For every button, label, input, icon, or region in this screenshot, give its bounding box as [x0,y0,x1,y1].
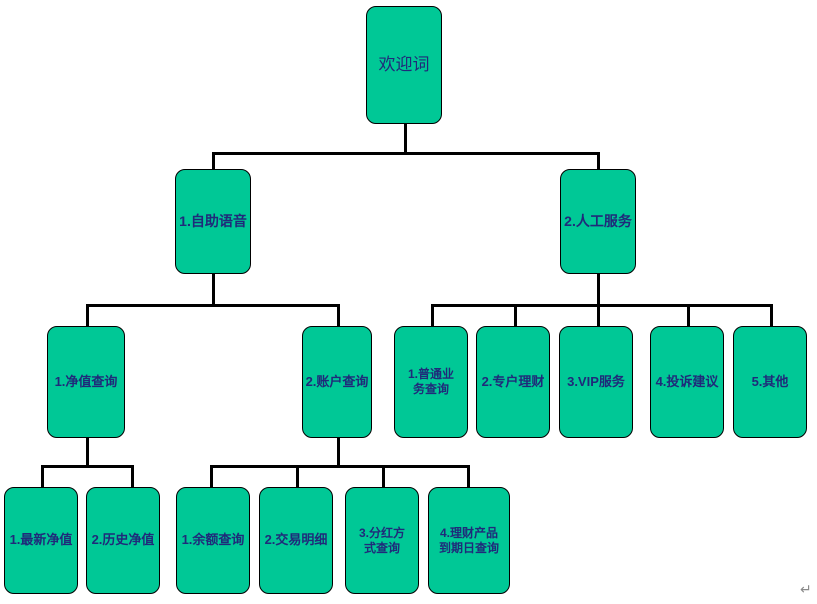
node-net-value-inquiry[interactable]: 1.净值查询 [47,326,125,438]
node-general-business-inquiry[interactable]: 1.普通业 务查询 [394,326,468,438]
connector-n1-1-bus [41,465,134,468]
node-vip-service[interactable]: 3.VIP服务 [559,326,633,438]
node-other[interactable]: 5.其他 [733,326,807,438]
node-balance-inquiry[interactable]: 1.余额查询 [176,487,250,594]
node-historical-net-value[interactable]: 2.历史净值 [86,487,160,594]
connector-n2-bus [431,304,773,307]
connector-n2-down [597,273,600,305]
connector-to-n1-2 [337,304,340,326]
node-complaints-suggestions[interactable]: 4.投诉建议 [650,326,724,438]
connector-root-bus [212,152,600,155]
connector-to-n2-5 [770,304,773,326]
connector-to-n1-1 [86,304,89,326]
connector-root-down [404,124,407,155]
connector-to-n1-2-3 [382,465,385,487]
node-account-inquiry[interactable]: 2.账户查询 [302,326,372,438]
connector-n1-1-down [86,437,89,466]
node-dividend-method-inquiry[interactable]: 3.分红方 式查询 [345,487,419,594]
connector-n1-2-down [337,437,340,466]
connector-n1-bus [86,304,340,307]
paragraph-mark: ↵ [800,582,812,598]
node-self-service-voice[interactable]: 1.自助语音 [175,169,251,274]
connector-to-n2-2 [514,304,517,326]
connector-n1-2-bus [210,465,470,468]
connector-to-n1-1-2 [131,465,134,487]
connector-to-n1-2-2 [296,465,299,487]
connector-to-n2-1 [431,304,434,326]
connector-to-n2-4 [687,304,690,326]
connector-to-n1-2-1 [210,465,213,487]
connector-to-n2-3 [597,304,600,326]
node-human-service[interactable]: 2.人工服务 [560,169,636,274]
node-latest-net-value[interactable]: 1.最新净值 [4,487,78,594]
node-transaction-details[interactable]: 2.交易明细 [259,487,333,594]
connector-to-n1-2-4 [467,465,470,487]
connector-n1-down [212,273,215,305]
node-welcome[interactable]: 欢迎词 [366,6,442,124]
connector-to-n2 [597,152,600,170]
node-special-account-finance[interactable]: 2.专户理财 [476,326,550,438]
connector-to-n1 [212,152,215,170]
connector-to-n1-1-1 [41,465,44,487]
node-product-maturity-inquiry[interactable]: 4.理财产品 到期日查询 [428,487,510,594]
